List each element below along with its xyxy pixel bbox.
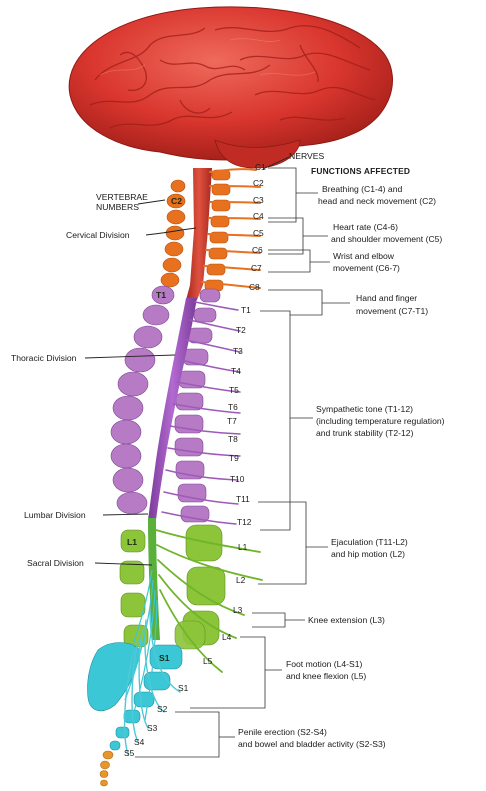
nerve-label-t2: T2 — [236, 325, 246, 335]
nerve-label-s4: S4 — [134, 737, 145, 747]
division-labels: NERVES VERTEBRAE NUMBERS Cervical Divisi… — [11, 151, 324, 568]
function-6-line1: Ejaculation (T11-L2) — [331, 537, 408, 547]
function-5-line2: (including temperature regulation) — [316, 416, 445, 426]
function-2-line2: and shoulder movement (C5) — [331, 234, 442, 244]
lumbar-division-label: Lumbar Division — [24, 510, 86, 520]
function-9-line2: and bowel and bladder activity (S2-S3) — [238, 739, 386, 749]
nerve-label-c8: C8 — [249, 282, 260, 292]
thoracic-division-label: Thoracic Division — [11, 353, 77, 363]
nerve-label-s5: S5 — [124, 748, 135, 758]
nerve-label-t12: T12 — [237, 517, 252, 527]
nerve-label-l2: L2 — [236, 575, 246, 585]
function-2-line1: Heart rate (C4-6) — [333, 222, 398, 232]
nerve-label-t9: T9 — [229, 453, 239, 463]
function-5-line1: Sympathetic tone (T1-12) — [316, 404, 413, 414]
function-4-line1: Hand and finger — [356, 293, 417, 303]
sacral-division-label: Sacral Division — [27, 558, 84, 568]
nerve-label-c4: C4 — [253, 211, 264, 221]
coccyx — [100, 751, 113, 786]
function-4-line2: movement (C7-T1) — [356, 306, 428, 316]
cervical-division-label: Cervical Division — [66, 230, 130, 240]
nerve-label-c6: C6 — [252, 245, 263, 255]
nerve-label-t10: T10 — [230, 474, 245, 484]
function-7-line1: Knee extension (L3) — [308, 615, 385, 625]
nerve-label-t8: T8 — [228, 434, 238, 444]
nerve-label-t7: T7 — [227, 416, 237, 426]
nerve-label-l4: L4 — [222, 632, 232, 642]
nerve-label-l1: L1 — [238, 542, 248, 552]
functions-affected-heading: FUNCTIONS AFFECTED — [311, 166, 410, 176]
nerve-label-s1: S1 — [178, 683, 189, 693]
nerve-label-t6: T6 — [228, 402, 238, 412]
nerves-label: NERVES — [289, 151, 324, 161]
vertebrae-numbers-label-line2: NUMBERS — [96, 202, 139, 212]
nerve-label-c3: C3 — [253, 195, 264, 205]
brain — [69, 7, 392, 168]
function-9-line1: Penile erection (S2-S4) — [238, 727, 327, 737]
nerve-label-t5: T5 — [229, 385, 239, 395]
vertebrae-numbers-label-line1: VERTEBRAE — [96, 192, 148, 202]
nerve-label-t1: T1 — [241, 305, 251, 315]
function-8-line1: Foot motion (L4-S1) — [286, 659, 363, 669]
nerve-label-c5: C5 — [253, 228, 264, 238]
function-3-line2: movement (C6-7) — [333, 263, 400, 273]
nerve-label-s3: S3 — [147, 723, 158, 733]
nerve-label-l3: L3 — [233, 605, 243, 615]
vertebra-label-c2: C2 — [171, 196, 182, 206]
function-5-line3: and trunk stability (T2-12) — [316, 428, 414, 438]
function-1-line1: Breathing (C1-4) and — [322, 184, 402, 194]
nerve-label-c1: C1 — [255, 162, 266, 172]
vertebra-label-l1: L1 — [127, 537, 137, 547]
nerve-label-t3: T3 — [233, 346, 243, 356]
nerve-label-l5: L5 — [203, 656, 213, 666]
function-1-line2: head and neck movement (C2) — [318, 196, 436, 206]
nerve-label-c2: C2 — [253, 178, 264, 188]
vertebra-label-s1: S1 — [159, 653, 170, 663]
nerve-label-s2: S2 — [157, 704, 168, 714]
functions-affected: FUNCTIONS AFFECTED Breathing (C1-4) and … — [238, 166, 445, 749]
vertebra-label-t1: T1 — [156, 290, 166, 300]
function-3-line1: Wrist and elbow — [333, 251, 395, 261]
function-6-line2: and hip motion (L2) — [331, 549, 405, 559]
nerve-label-t11: T11 — [236, 494, 250, 504]
nerve-label-c7: C7 — [251, 263, 262, 273]
function-8-line2: and knee flexion (L5) — [286, 671, 366, 681]
nerve-label-t4: T4 — [231, 366, 241, 376]
